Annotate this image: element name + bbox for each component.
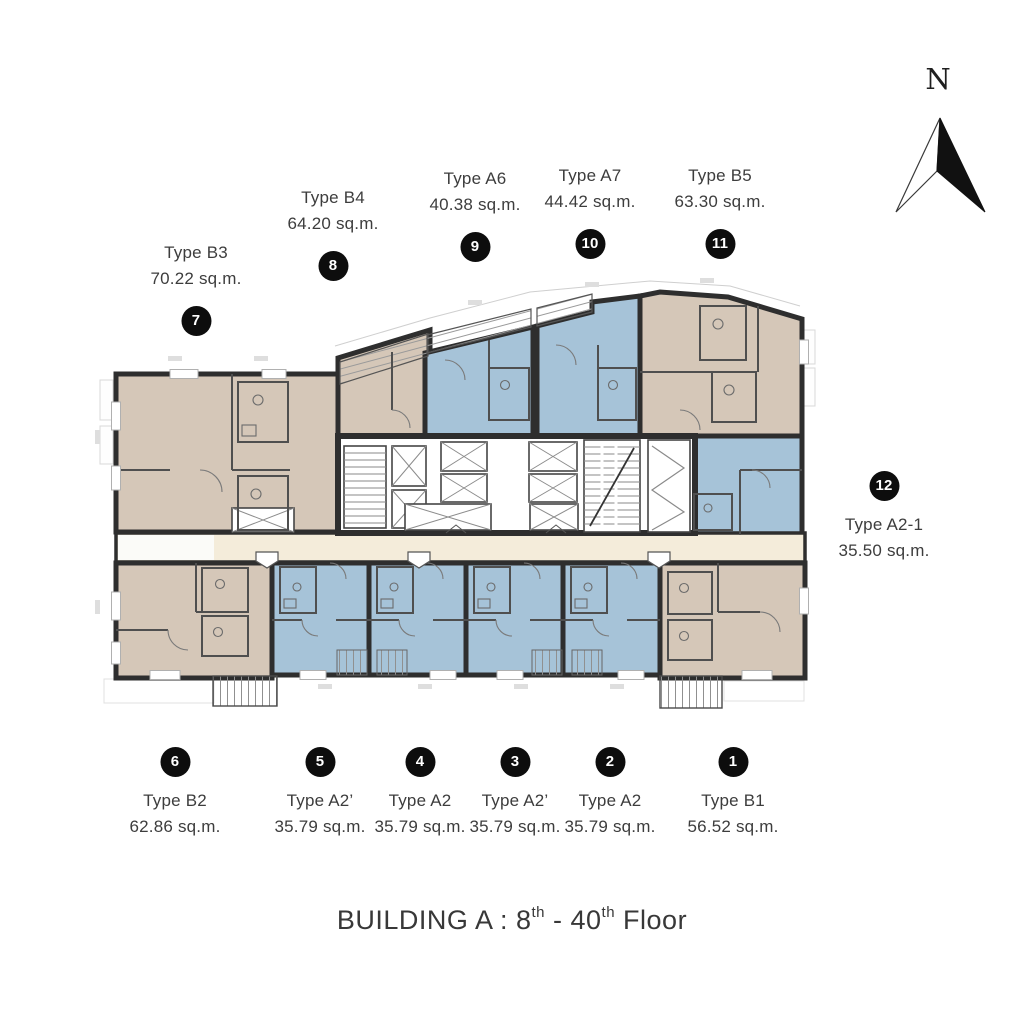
- unit-label: 3 Type A2’ 35.79 sq.m.: [469, 747, 560, 841]
- dimension-ticks: [95, 278, 714, 689]
- north-label: N: [925, 62, 951, 96]
- unit-label: 6 Type B2 62.86 sq.m.: [129, 747, 220, 841]
- unit-label: Type B3 70.22 sq.m. 7: [150, 240, 241, 336]
- unit-number-marker[interactable]: 7: [181, 305, 211, 336]
- unit-number-marker[interactable]: 11: [705, 228, 735, 259]
- unit-label: 1 Type B1 56.52 sq.m.: [687, 747, 778, 841]
- unit-label: Type A6 40.38 sq.m. 9: [429, 166, 520, 262]
- unit-label: 4 Type A2 35.79 sq.m.: [374, 747, 465, 841]
- unit-area: 64.20 sq.m.: [287, 214, 379, 234]
- unit-label: 2 Type A2 35.79 sq.m.: [564, 747, 655, 841]
- interior-details: [116, 305, 802, 661]
- unit-type: Type A2-1: [844, 515, 924, 534]
- unit-number-marker[interactable]: 4: [405, 747, 435, 777]
- unit-type: Type A2’: [286, 791, 354, 810]
- corridor: [114, 531, 807, 564]
- unit-number-marker[interactable]: 3: [500, 747, 530, 777]
- unit-number-marker[interactable]: 10: [575, 228, 605, 259]
- unit-label: 12 Type A2-1 35.50 sq.m.: [838, 471, 929, 565]
- building-title: BUILDING A : 8th - 40th Floor: [336, 904, 688, 935]
- unit-number-marker[interactable]: 2: [595, 747, 625, 777]
- core: [231, 433, 698, 536]
- unit-b3-shape: [113, 371, 341, 535]
- unit-number-marker[interactable]: 12: [869, 471, 899, 501]
- unit-type: Type B1: [701, 791, 765, 810]
- unit-label: Type A7 44.42 sq.m. 10: [544, 163, 635, 259]
- unit-number-marker[interactable]: 5: [305, 747, 335, 777]
- unit-number-marker[interactable]: 8: [318, 250, 348, 281]
- b2-stair-bump: [212, 675, 278, 707]
- unit-area: 35.79 sq.m.: [469, 817, 561, 837]
- unit-label: Type B5 63.30 sq.m. 11: [674, 163, 765, 259]
- window-marks: [111, 339, 809, 680]
- unit-area: 70.22 sq.m.: [150, 269, 242, 289]
- unit-area: 63.30 sq.m.: [674, 192, 766, 212]
- unit-number-marker[interactable]: 1: [718, 747, 748, 777]
- unit-b5-shape: [637, 289, 805, 439]
- b1-stair-bump: [659, 675, 723, 709]
- unit-label: Type B4 64.20 sq.m. 8: [287, 185, 378, 281]
- unit-type: Type B3: [164, 243, 228, 262]
- unit-type: Type B5: [688, 166, 752, 185]
- unit-area: 35.79 sq.m.: [274, 817, 366, 837]
- unit-number-marker[interactable]: 9: [460, 231, 490, 262]
- unit-area: 44.42 sq.m.: [544, 192, 636, 212]
- unit-type: Type B2: [143, 791, 207, 810]
- unit-area: 35.79 sq.m.: [564, 817, 656, 837]
- unit-area: 35.79 sq.m.: [374, 817, 466, 837]
- unit-type: Type A7: [558, 166, 622, 185]
- unit-area: 40.38 sq.m.: [429, 195, 521, 215]
- unit-a2-1-shape: [687, 433, 805, 538]
- unit-type: Type A2: [578, 791, 642, 810]
- north-arrow-icon: [895, 117, 986, 213]
- unit-area: 56.52 sq.m.: [687, 817, 779, 837]
- unit-type: Type A6: [443, 169, 507, 188]
- unit-type: Type A2’: [481, 791, 549, 810]
- unit-number-marker[interactable]: 6: [160, 747, 190, 777]
- unit-type: Type B4: [301, 188, 365, 207]
- balcony-hatches: [212, 293, 723, 709]
- unit-area: 62.86 sq.m.: [129, 817, 221, 837]
- unit-area: 35.50 sq.m.: [838, 541, 930, 561]
- unit-type: Type A2: [388, 791, 452, 810]
- unit-label: 5 Type A2’ 35.79 sq.m.: [274, 747, 365, 841]
